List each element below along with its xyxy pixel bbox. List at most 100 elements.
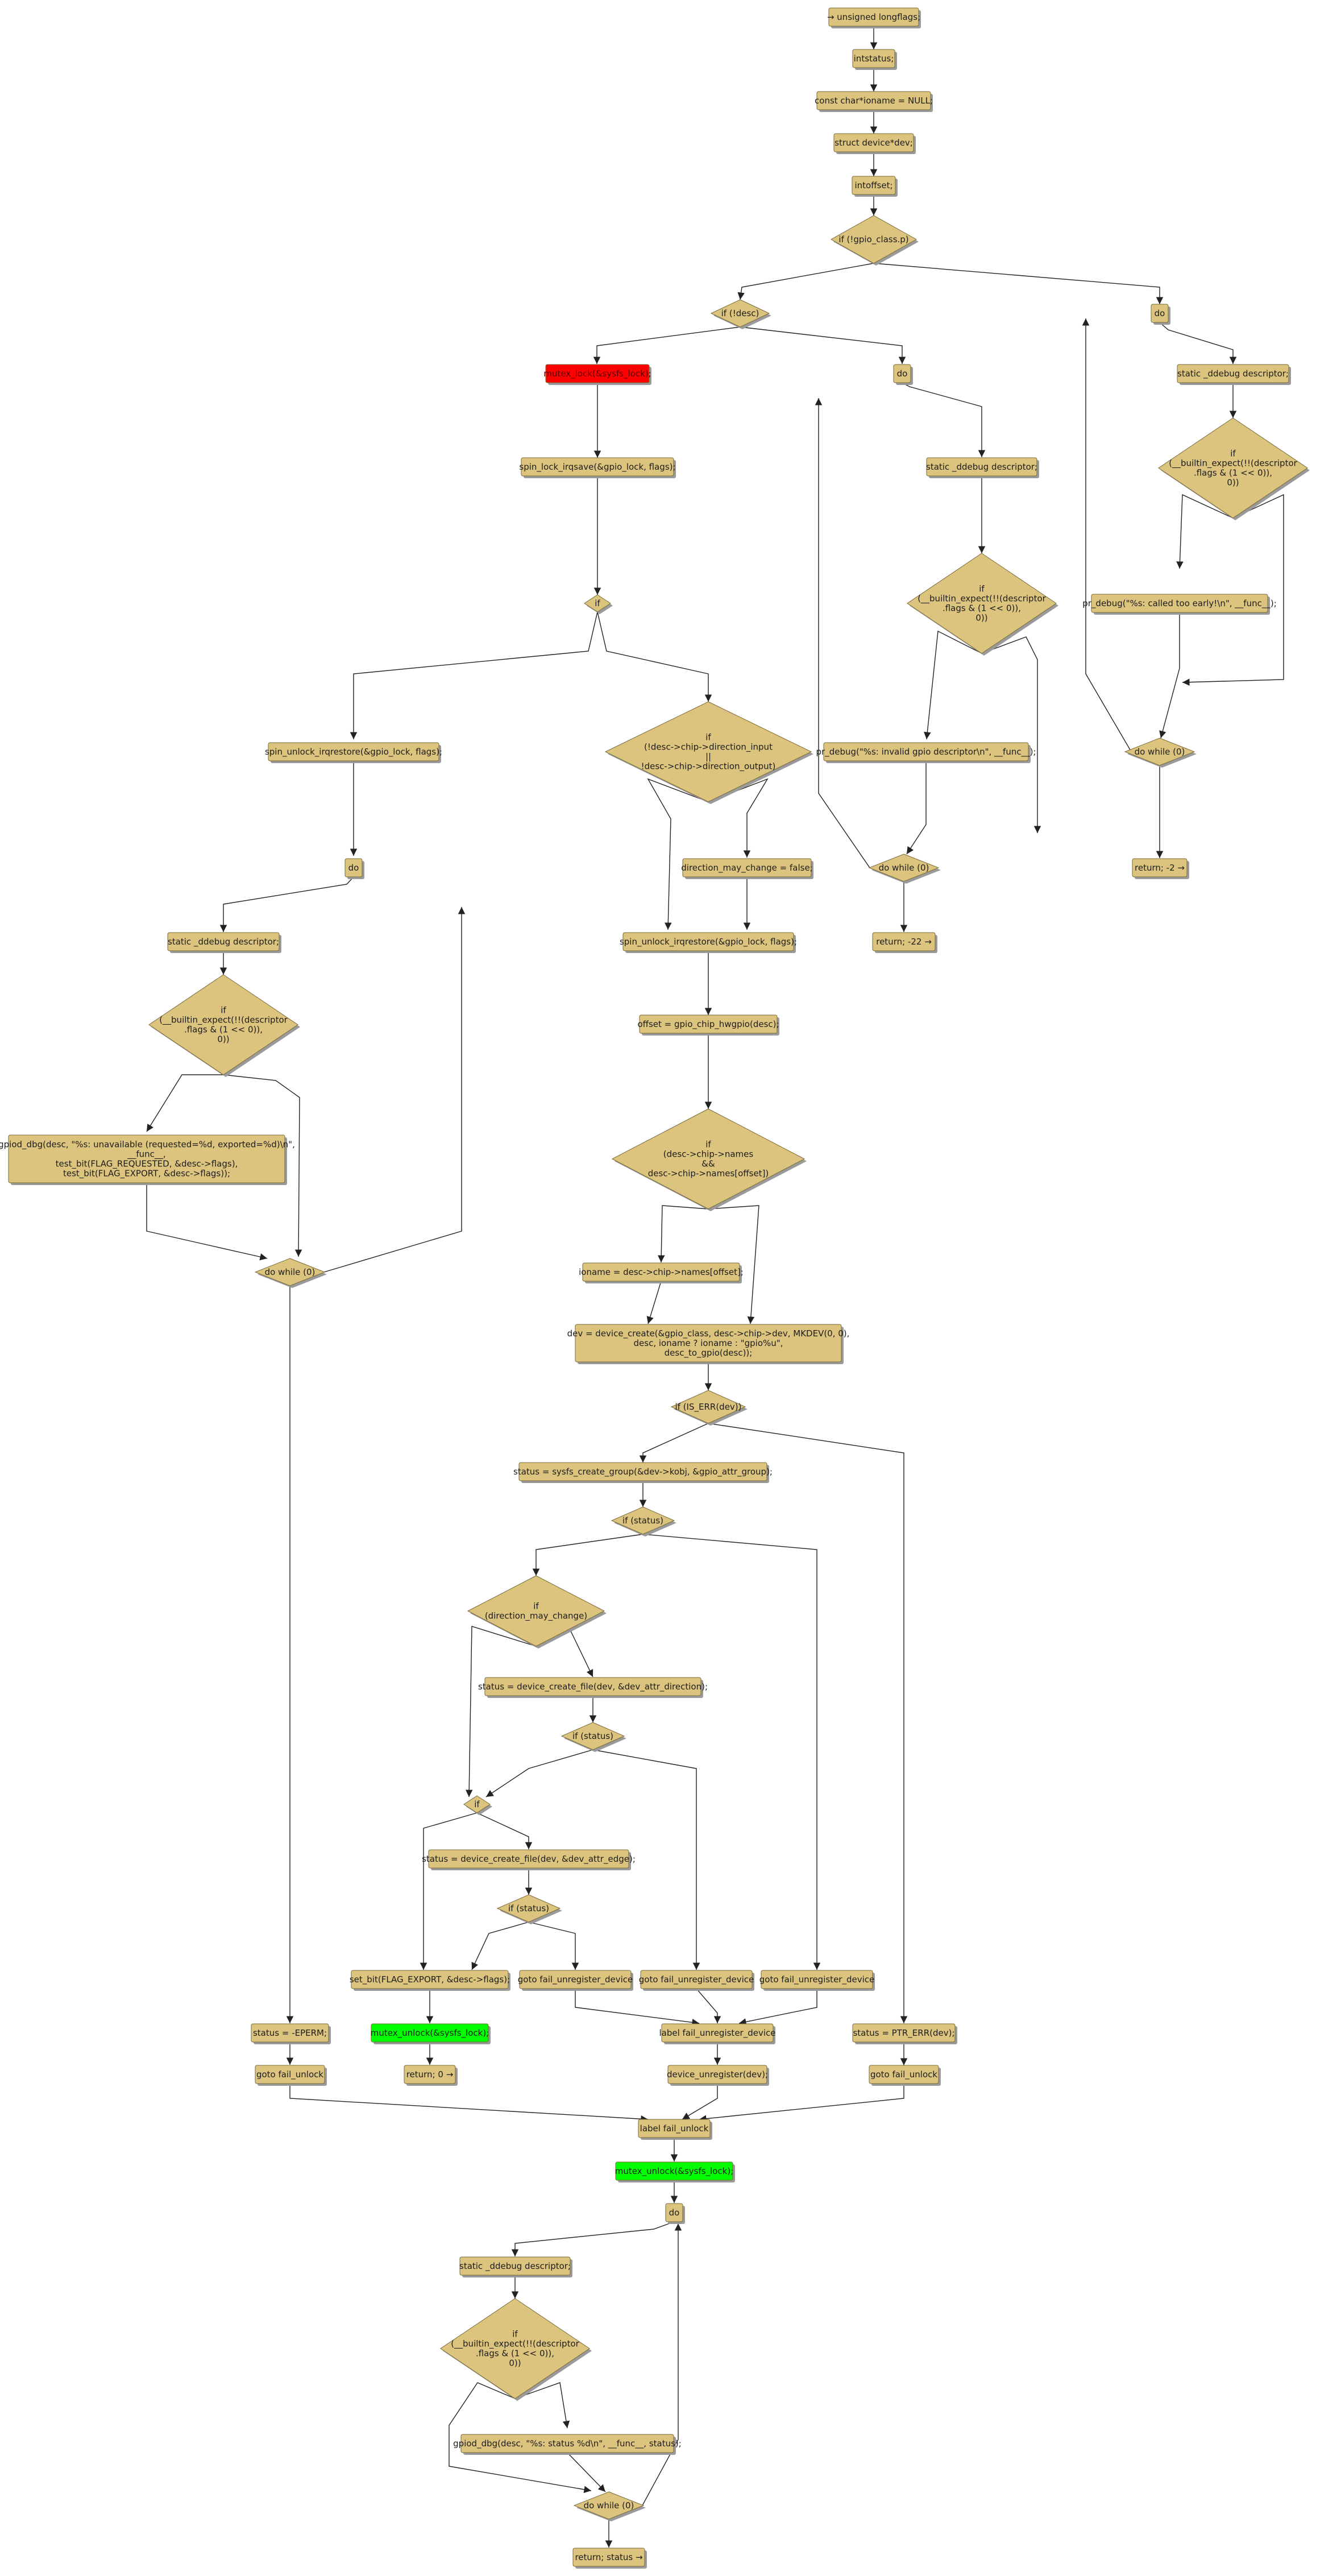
decision-diamond [561,1722,625,1750]
node-dbm[interactable]: if(__builtin_expect(!!(descriptor.flags … [907,553,1058,656]
node-devunreg[interactable]: device_unregister(dev); [667,2065,769,2086]
statement-box [460,2434,674,2453]
node-gfu2[interactable]: goto fail_unregister_device [639,1970,754,1991]
node-label: intoffset; [854,180,892,190]
node-dwl[interactable]: do while (0) [254,1258,327,1288]
node-label: do while (0) [265,1267,315,1277]
node-label: || [705,752,711,762]
node-ret2[interactable]: return; -2 → [1132,858,1189,879]
node-do_m[interactable]: do [893,364,913,385]
edge-d2-to-lock1 [593,326,741,364]
node-n2[interactable]: intstatus; [852,49,897,70]
node-sysfsgrp[interactable]: status = sysfs_create_group(&dev->kobj, … [513,1462,773,1483]
node-dwm[interactable]: do while (0) [868,854,941,884]
node-dbl[interactable]: if(__builtin_expect(!!(descriptor.flags … [148,974,300,1077]
node-spinun1[interactable]: spin_unlock_irqrestore(&gpio_lock, flags… [265,742,442,763]
node-label: 0)) [509,2358,521,2368]
node-label: label fail_unregister_device [659,2028,776,2039]
node-ioname[interactable]: ioname = desc->chip->names[offset]; [579,1262,744,1283]
edge-gfu3-to-lfud [738,1989,817,2026]
statement-box [459,2256,571,2276]
node-do_l[interactable]: do [344,858,364,879]
statement-box [639,1014,778,1034]
node-sdb[interactable]: static _ddebug descriptor; [459,2256,572,2277]
node-label: if [221,1005,226,1016]
node-lfud[interactable]: label fail_unregister_device [659,2023,776,2044]
node-label: dev = device_create(&gpio_class, desc->c… [567,1328,850,1339]
edge-d1-to-d2 [737,263,874,300]
node-d2[interactable]: if (!desc) [710,299,771,329]
node-eperm[interactable]: status = -EPERM; [251,2023,331,2044]
node-prr[interactable]: pr_debug("%s: called too early!\n", __fu… [1082,594,1277,615]
node-dst3[interactable]: if (status) [496,1894,562,1924]
edge-dst2-to-dif2 [485,1749,593,1798]
node-n5[interactable]: intoffset; [852,176,898,197]
decision-diamond [573,2491,645,2520]
node-sdl[interactable]: static _ddebug descriptor; [167,932,281,953]
node-gful1[interactable]: goto fail_unlock [255,2065,327,2086]
node-label: if [512,2329,518,2339]
node-spinun2[interactable]: spin_unlock_irqrestore(&gpio_lock, flags… [620,932,797,953]
node-label: do [348,863,359,873]
flowchart-edges [146,26,1284,2548]
node-dbr[interactable]: if(__builtin_expect(!!(descriptor.flags … [1158,417,1310,520]
node-dst2[interactable]: if (status) [561,1722,626,1752]
node-gfu1[interactable]: goto fail_unregister_device [518,1970,633,1991]
node-dbb[interactable]: if(__builtin_expect(!!(descriptor.flags … [440,2298,592,2401]
node-unlock1[interactable]: mutex_unlock(&sysfs_lock); [371,2023,491,2044]
statement-box [852,49,895,68]
node-label: struct device*dev; [835,138,913,148]
node-setbit[interactable]: set_bit(FLAG_EXPORT, &desc->flags); [350,1970,510,1991]
statement-box [640,1970,753,1989]
node-sdr[interactable]: static _ddebug descriptor; [1177,364,1291,385]
node-label: gpiod_dbg(desc, "%s: unavailable (reques… [0,1140,295,1150]
node-ret22[interactable]: return; -22 → [872,932,937,953]
node-label: (desc->chip->names [663,1149,754,1159]
node-lful[interactable]: label fail_unlock [638,2119,712,2140]
node-gpiod[interactable]: gpiod_dbg(desc, "%s: unavailable (reques… [0,1134,295,1185]
node-do_b[interactable]: do [665,2203,685,2224]
node-spinlock[interactable]: spin_lock_irqsave(&gpio_lock, flags); [519,457,676,478]
node-gful2[interactable]: goto fail_unlock [869,2065,941,2086]
node-diserr[interactable]: if (IS_ERR(dev)) [670,1390,748,1426]
node-crdir[interactable]: status = device_create_file(dev, &dev_at… [478,1677,708,1698]
node-retst[interactable]: return; status → [572,2548,647,2569]
node-label: if [705,732,711,743]
node-lock1[interactable]: mutex_lock(&sysfs_lock); [543,364,651,385]
node-gfu3[interactable]: goto fail_unregister_device [759,1970,875,1991]
node-dst1[interactable]: if (status) [611,1506,676,1537]
decision-diamond [611,1506,675,1535]
statement-box [484,1677,701,1696]
node-n4[interactable]: struct device*dev; [833,133,916,154]
node-dif2[interactable]: if [463,1795,492,1815]
node-ddmc[interactable]: if(direction_may_change) [467,1575,607,1649]
node-label: (__builtin_expect(!!(descriptor [451,2339,579,2350]
node-n3[interactable]: const char*ioname = NULL; [815,91,933,112]
node-ret0[interactable]: return; 0 → [404,2065,458,2086]
node-gpiodb[interactable]: gpiod_dbg(desc, "%s: status %d\n", __fun… [453,2434,682,2455]
node-ddir[interactable]: if(!desc->chip->direction_input||!desc->… [604,701,813,804]
node-d1[interactable]: if (!gpio_class.p) [830,215,919,266]
node-offset[interactable]: offset = gpio_chip_hwgpio(desc); [637,1014,779,1036]
node-dwb[interactable]: do while (0) [573,2491,646,2521]
node-dirmay[interactable]: direction_may_change = false; [681,858,813,879]
node-label: goto fail_unregister_device [518,1974,633,1985]
node-sdm[interactable]: static _ddebug descriptor; [926,457,1039,478]
node-devcreate[interactable]: dev = device_create(&gpio_class, desc->c… [567,1324,850,1364]
node-ptrerr[interactable]: status = PTR_ERR(dev); [852,2023,957,2044]
node-do_r[interactable]: do [1151,304,1170,325]
statement-box [661,2023,774,2043]
statement-box [1151,304,1169,323]
node-unlock2[interactable]: mutex_unlock(&sysfs_lock); [615,2161,735,2182]
node-dwr[interactable]: do while (0) [1124,738,1197,768]
node-n1[interactable]: → unsigned longflags; [827,7,921,28]
statement-box [8,1134,285,1183]
node-dif[interactable]: if [584,594,613,614]
node-label: return; 0 → [406,2069,454,2080]
node-label: → unsigned longflags; [827,12,920,22]
node-credge[interactable]: status = device_create_file(dev, &dev_at… [422,1849,636,1870]
node-dnames[interactable]: if(desc->chip->names&&desc->chip->names[… [611,1108,807,1211]
node-prm[interactable]: pr_debug("%s: invalid gpio descriptor\n"… [816,742,1036,763]
edge-diserr-to-sysfsgrp [639,1423,709,1463]
edge-gful1-to-lful [289,2084,649,2123]
